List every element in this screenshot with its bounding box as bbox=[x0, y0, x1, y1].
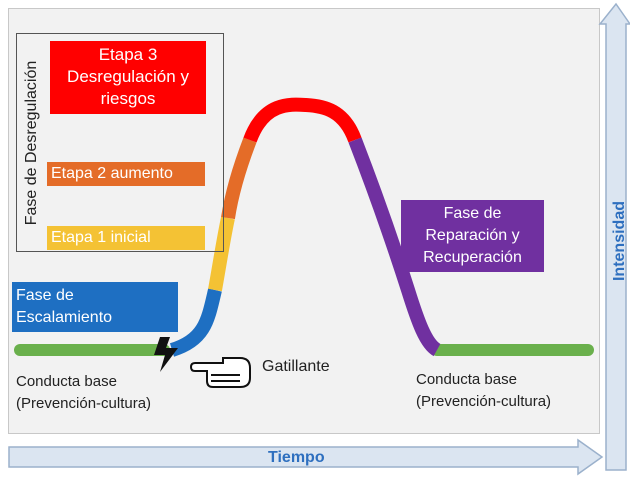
time-axis-label: Tiempo bbox=[268, 449, 325, 466]
repair-phase-box: Fase de Reparación y Recuperación bbox=[401, 200, 544, 272]
curve-segment-stage1 bbox=[208, 216, 235, 292]
intensity-axis-arrow bbox=[598, 2, 630, 471]
lightning-bolt-icon bbox=[154, 337, 178, 372]
time-axis-arrow bbox=[8, 438, 604, 476]
stage3-box: Etapa 3 Desregulación y riesgos bbox=[50, 41, 206, 114]
curve-segment-repair bbox=[348, 137, 442, 357]
trigger-label: Gatillante bbox=[262, 358, 330, 375]
desregulation-phase-frame bbox=[16, 33, 224, 252]
stage1-box: Etapa 1 inicial bbox=[47, 226, 205, 250]
intensity-axis-label: Intensidad bbox=[611, 200, 628, 282]
desregulation-phase-title: Fase de Desregulación bbox=[23, 60, 40, 226]
escalation-phase-box: Fase de Escalamiento bbox=[12, 282, 178, 332]
stage2-box: Etapa 2 aumento bbox=[47, 162, 205, 186]
curve-segment-stage3 bbox=[243, 97, 362, 143]
curve-segment-escalation bbox=[169, 288, 222, 357]
curve-segment-stage2 bbox=[221, 137, 257, 220]
base-behavior-right-label: Conducta base (Prevención-cultura) bbox=[416, 371, 552, 410]
pointing-hand-icon bbox=[189, 357, 251, 388]
base-behavior-left-label: Conducta base (Prevención-cultura) bbox=[16, 373, 152, 412]
